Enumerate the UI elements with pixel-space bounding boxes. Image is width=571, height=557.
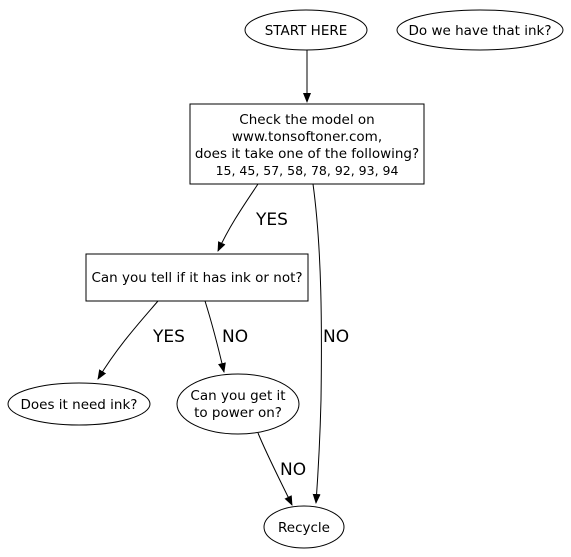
- node-recycle: Recycle: [263, 505, 345, 549]
- node-check-model-line-4: 15, 45, 57, 58, 78, 92, 93, 94: [216, 163, 399, 178]
- edge-label-check-to-tell: YES: [255, 210, 288, 230]
- node-start-here-label: START HERE: [265, 23, 348, 39]
- node-check-model-line-3: does it take one of the following?: [195, 146, 419, 162]
- node-need-ink-label: Does it need ink?: [21, 397, 138, 413]
- node-power-on-line-2: to power on?: [194, 405, 282, 421]
- edge-check-to-tell: [217, 183, 259, 252]
- node-power-on-line-1: Can you get it: [190, 388, 285, 404]
- edge-label-check-to-recycle: NO: [323, 327, 349, 347]
- edge-label-power-to-recycle: NO: [280, 460, 306, 480]
- edge-label-tell-to-power: NO: [222, 327, 248, 347]
- node-ink-question-label: Do we have that ink?: [409, 23, 552, 39]
- edge-power-to-recycle: [257, 432, 293, 506]
- node-power-on: Can you get it to power on?: [176, 373, 300, 435]
- node-check-model: Check the model on www.tonsoftoner.com, …: [189, 103, 425, 185]
- edge-check-to-recycle: [312, 183, 322, 504]
- node-tell-ink-label: Can you tell if it has ink or not?: [91, 270, 302, 286]
- edge-label-tell-to-need: YES: [152, 327, 185, 347]
- edge-tell-to-need: [97, 300, 159, 380]
- node-tell-ink: Can you tell if it has ink or not?: [85, 253, 309, 302]
- node-start-here: START HERE: [244, 9, 368, 51]
- edge-tell-to-power: [204, 300, 226, 373]
- node-check-model-line-2: www.tonsoftoner.com,: [232, 129, 382, 145]
- node-check-model-line-1: Check the model on: [239, 112, 374, 128]
- node-recycle-label: Recycle: [278, 520, 330, 536]
- node-ink-question: Do we have that ink?: [396, 9, 564, 51]
- node-need-ink: Does it need ink?: [7, 382, 151, 426]
